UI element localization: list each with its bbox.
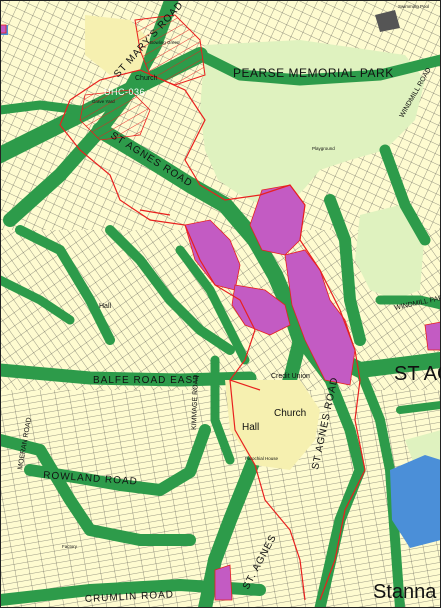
conservation-boundary[interactable] xyxy=(59,69,366,601)
swimming-pool-building[interactable] xyxy=(375,10,400,32)
label-presbytery: Parochial House xyxy=(245,456,279,461)
hatched-zone[interactable] xyxy=(134,14,206,86)
label-hall-west: Hall xyxy=(99,303,112,310)
label-grave-yard: Grave Yard xyxy=(92,99,115,104)
magenta-zone-top-left xyxy=(0,24,7,34)
label-stannaway: Stanna xyxy=(373,581,437,603)
blue-zone-south-east[interactable] xyxy=(390,455,441,548)
park-green-east[interactable] xyxy=(355,205,425,300)
label-factory: Factory xyxy=(62,544,78,549)
label-bowling-green: Bowling Green xyxy=(150,40,180,45)
institution-zones xyxy=(85,15,320,470)
label-church-small: Church xyxy=(135,75,158,82)
label-playground: Playground xyxy=(312,146,335,151)
grave-yard-area[interactable] xyxy=(79,89,151,141)
label-park-name: PEARSE MEMORIAL PARK xyxy=(233,66,394,80)
label-balfe-road-east: BALFE ROAD EAST xyxy=(93,375,200,386)
label-swimming-pool: Swimming Pool xyxy=(398,4,429,9)
label-crumlin-road: CRUMLIN ROAD xyxy=(85,589,175,605)
commercial-zones[interactable] xyxy=(184,184,441,601)
label-conservation-ref: UHC-036 xyxy=(104,87,145,97)
label-st-agnes-east: ST AG xyxy=(394,363,441,385)
label-hall-main: Hall xyxy=(242,422,259,433)
label-credit-union: Credit Union xyxy=(271,373,310,380)
label-church-main: Church xyxy=(274,408,306,419)
label-kimmage-road: KIMMAGE ROAD xyxy=(191,375,200,430)
